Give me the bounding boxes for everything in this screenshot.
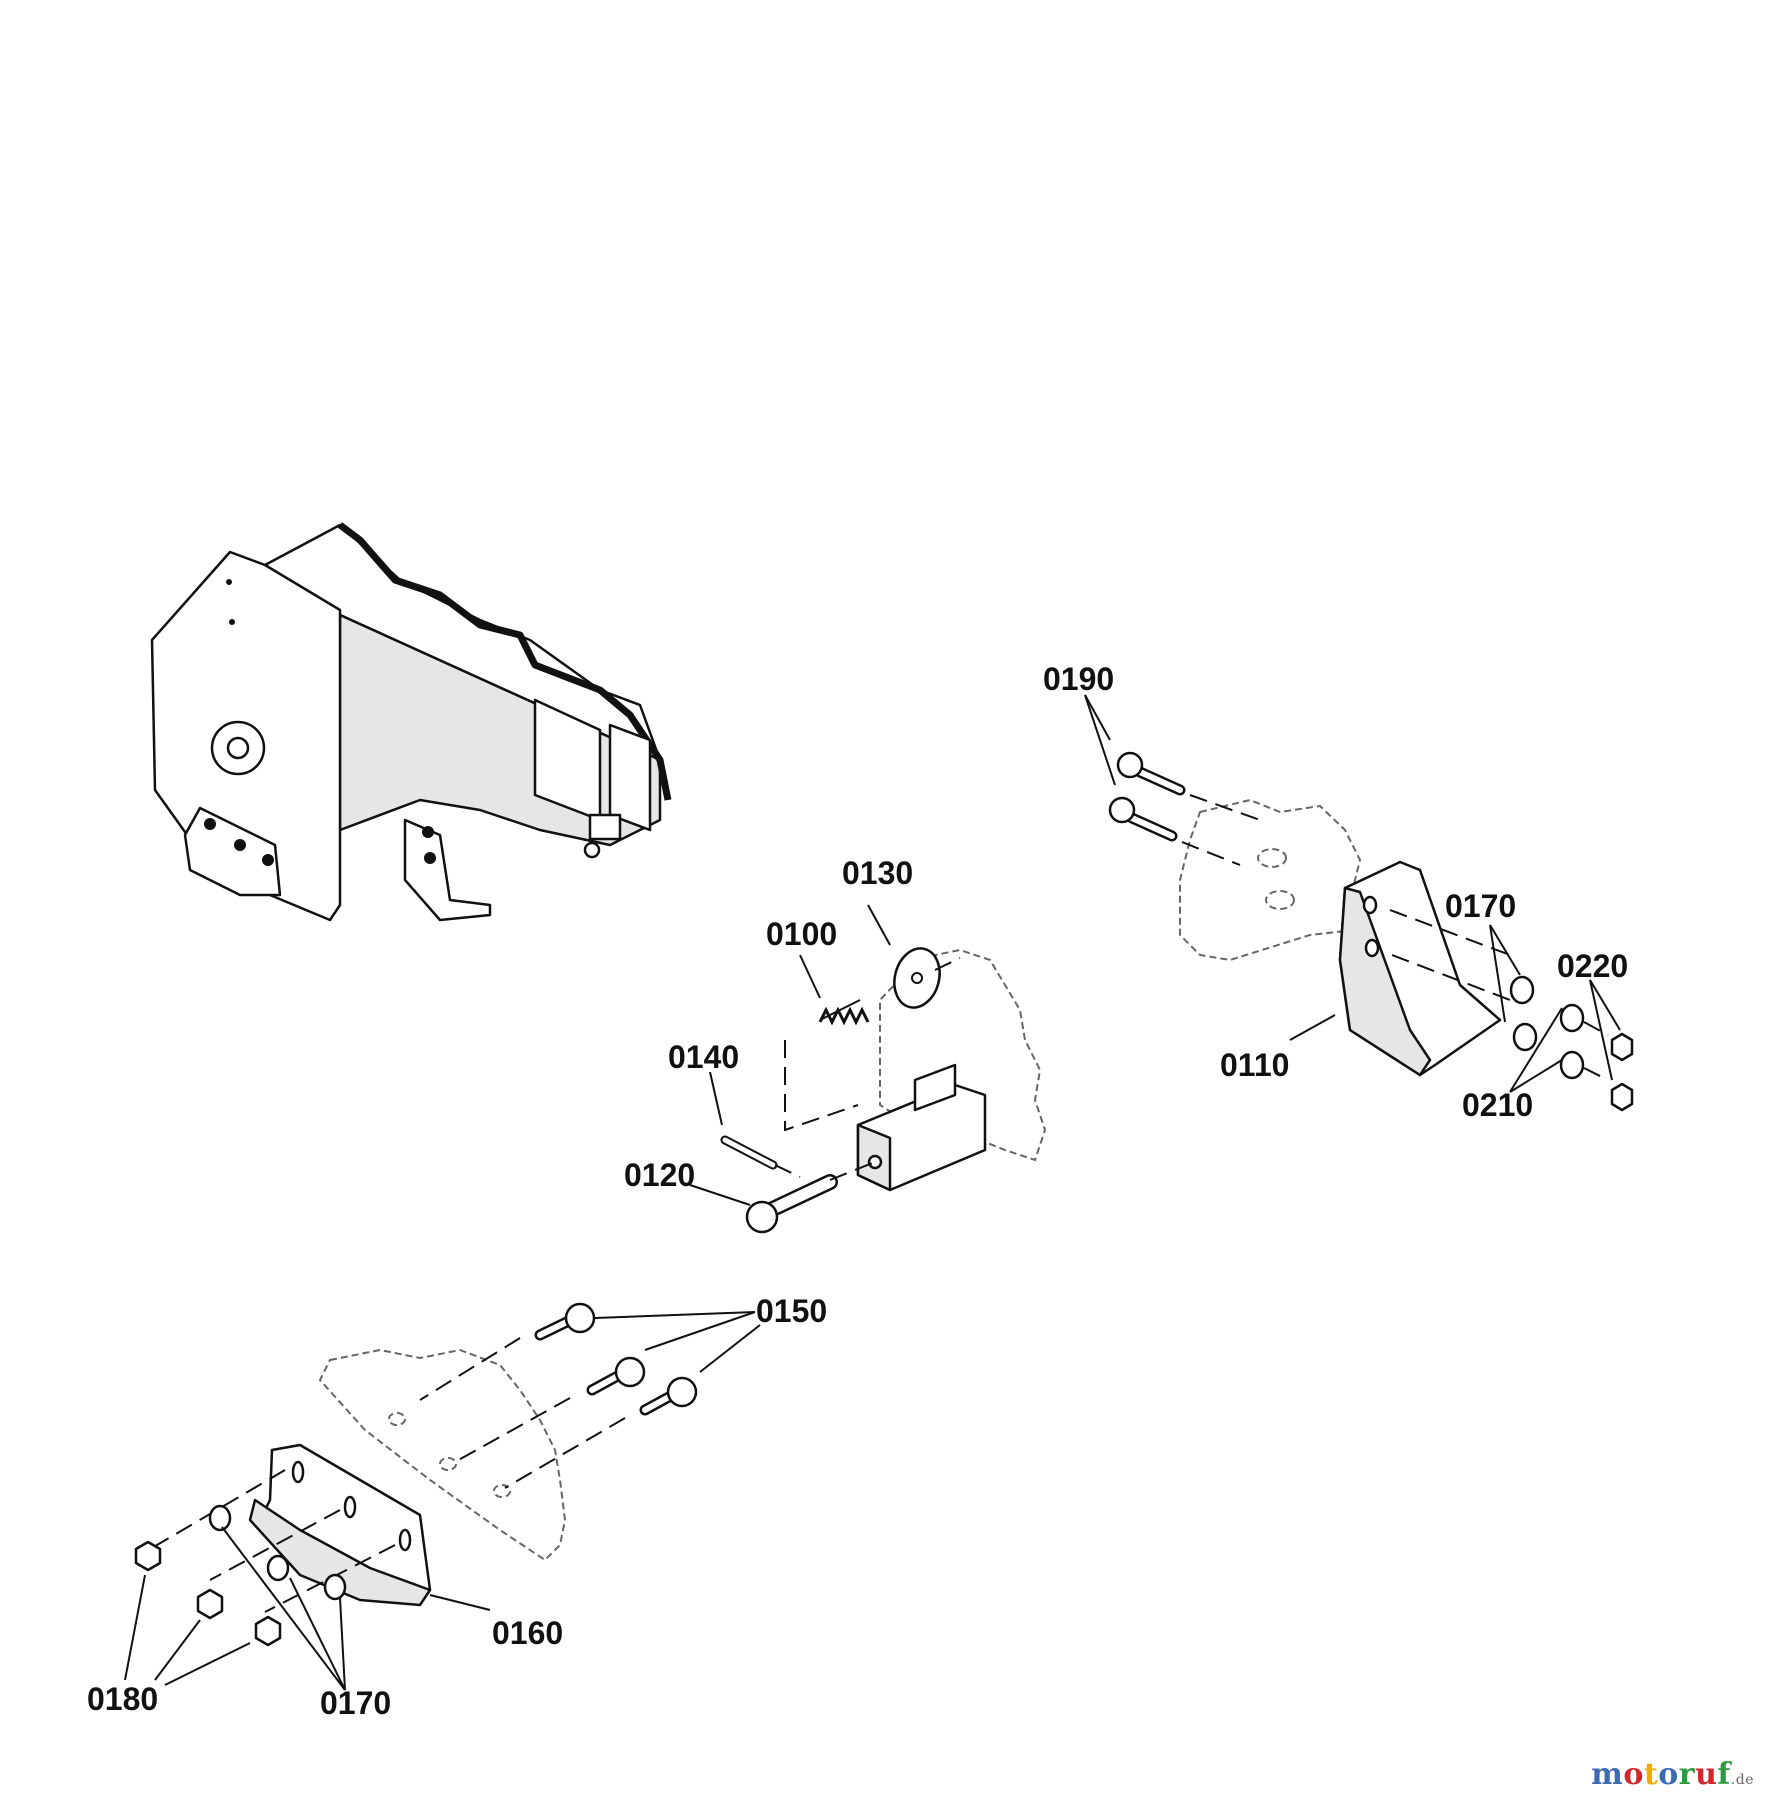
watermark-letter: r: [1678, 1757, 1696, 1792]
callout-0190: 0190: [1043, 661, 1114, 697]
carriage-bolt: [639, 1376, 698, 1416]
carriage-bolt: [1108, 796, 1178, 842]
callout-0150: 0150: [756, 1293, 827, 1329]
watermark-letters: motoruf: [1591, 1757, 1731, 1792]
callout-0170-right: 0170: [1445, 888, 1516, 924]
cotter-pin: [720, 1135, 778, 1170]
watermark-letter: f: [1717, 1757, 1731, 1792]
callout-0100: 0100: [766, 916, 837, 952]
latch-assembly: [720, 947, 1047, 1234]
watermark-letter: o: [1658, 1757, 1679, 1792]
carriage-bolt: [534, 1302, 596, 1341]
leader-lines: [124, 694, 1621, 1691]
watermark-letter: t: [1643, 1757, 1659, 1792]
skid-shoe-left-assembly: [134, 1302, 698, 1647]
washer: [893, 947, 941, 1009]
spring: [818, 999, 870, 1026]
callout-labels: 0190 0130 0100 0140 0120 0110 0170 0220 …: [87, 661, 1628, 1721]
auger-housing: [150, 522, 672, 922]
clevis-pin: [745, 1174, 838, 1234]
callout-0180: 0180: [87, 1681, 158, 1717]
skid-shoe-right-assembly: [1108, 751, 1634, 1112]
callout-0210: 0210: [1462, 1087, 1533, 1123]
callout-0120: 0120: [624, 1157, 695, 1193]
motoruf-watermark-logo: motoruf.de: [1591, 1757, 1754, 1792]
watermark-letter: u: [1695, 1757, 1718, 1792]
carriage-bolt: [586, 1356, 646, 1396]
callout-0140: 0140: [668, 1039, 739, 1075]
callout-0170-left: 0170: [320, 1685, 391, 1721]
callout-0130: 0130: [842, 855, 913, 891]
callout-0220: 0220: [1557, 948, 1628, 984]
callout-0110: 0110: [1220, 1047, 1289, 1083]
carriage-bolt: [1116, 751, 1186, 796]
watermark-letter: m: [1591, 1757, 1624, 1792]
watermark-tld: .de: [1730, 1772, 1754, 1788]
watermark-letter: o: [1623, 1757, 1644, 1792]
callout-0160: 0160: [492, 1615, 563, 1651]
